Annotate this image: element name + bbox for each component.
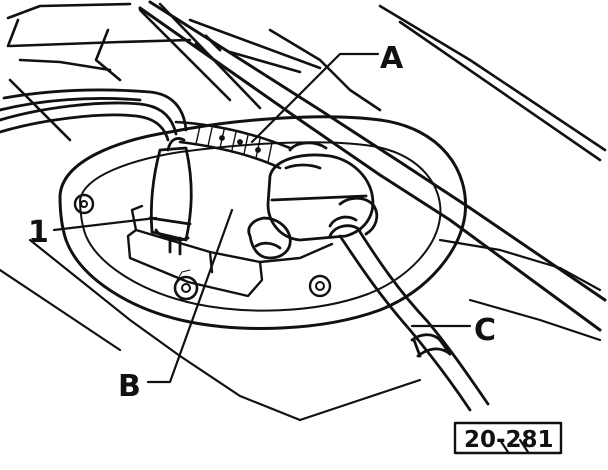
leader-line-b (146, 208, 234, 384)
connector-sleeve (148, 137, 193, 256)
body-panel-lines (6, 2, 607, 162)
label-c: C (474, 313, 496, 348)
reference-box (453, 421, 563, 455)
line-art (0, 0, 607, 455)
leader-line-a (250, 52, 380, 144)
wiring-harness (0, 88, 188, 142)
reference-number: 20-281 (464, 427, 554, 453)
braided-hose (174, 120, 292, 170)
leader-lines (52, 52, 472, 384)
label-one: 1 (28, 215, 49, 250)
label-b: B (118, 369, 141, 404)
leader-line-one (52, 216, 158, 232)
pump-body (247, 141, 379, 260)
tank-floor-lines (0, 238, 602, 454)
long-fuel-line (138, 0, 607, 332)
return-line (328, 224, 490, 412)
label-a: A (380, 41, 404, 76)
